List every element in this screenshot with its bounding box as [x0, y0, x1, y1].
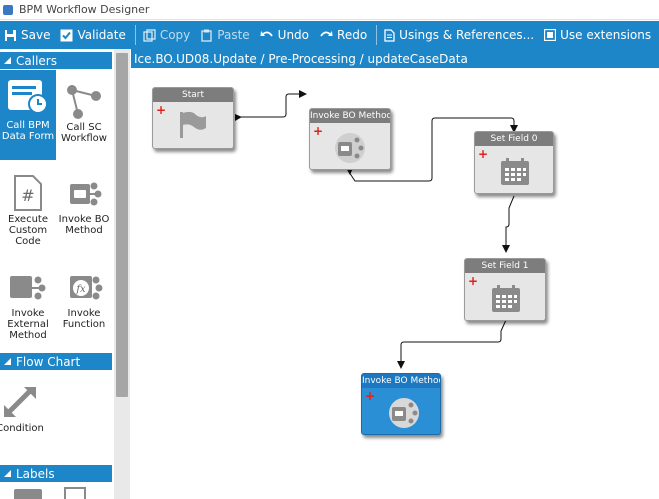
title-bar: BPM Workflow Designer [0, 0, 659, 20]
palette-item-partial[interactable] [14, 489, 42, 499]
palette-scrollbar[interactable] [114, 49, 130, 499]
app-icon [3, 4, 13, 15]
redo-icon [320, 31, 333, 37]
add-marker-icon[interactable]: + [365, 389, 376, 403]
start-output-port[interactable] [235, 114, 242, 121]
save-label: Save [21, 28, 51, 42]
copy-label: Copy [159, 28, 191, 42]
workflow-node-start[interactable]: Start + [152, 87, 234, 149]
code-file-icon: # [14, 175, 42, 211]
palette-item-label: Condition [0, 423, 44, 434]
connector-setfield1-to-invoke2[interactable] [397, 319, 507, 369]
callers-section-header[interactable]: Callers [0, 52, 112, 69]
breadcrumb: Ice.BO.UD08.Update / Pre-Processing / up… [131, 49, 659, 68]
undo-button[interactable]: Undo [256, 21, 315, 49]
node-title: Set Field 1 [465, 259, 545, 273]
toolbar-separator [134, 25, 136, 45]
labels-section-header[interactable]: Labels [0, 465, 112, 482]
calendar-icon [492, 285, 520, 312]
calendar-icon [501, 158, 529, 185]
palette-item-label: Call SC Workflow [61, 122, 107, 144]
copy-icon [143, 28, 156, 42]
connector-setfield0-to-setfield1[interactable] [502, 195, 515, 253]
usings-label: Usings & References... [399, 28, 535, 42]
toolbar-separator [376, 25, 378, 45]
paste-button[interactable]: Paste [196, 21, 255, 49]
add-marker-icon[interactable]: + [478, 147, 489, 161]
add-marker-icon[interactable]: + [468, 274, 479, 288]
paste-icon [201, 29, 212, 42]
workflow-node-set-field-0[interactable]: Set Field 0 + [474, 131, 554, 194]
connector-lines [235, 90, 518, 369]
palette-item-invoke-bo-method[interactable]: Invoke BO Method [56, 174, 112, 236]
palette-item-label: Execute Custom Code [8, 214, 48, 247]
paste-label: Paste [217, 28, 250, 42]
palette-item-partial[interactable] [64, 487, 86, 499]
breadcrumb-path: Ice.BO.UD08.Update / Pre-Processing / up… [134, 51, 468, 66]
add-marker-icon[interactable]: + [313, 124, 324, 138]
palette-item-label: Invoke BO Method [58, 214, 110, 236]
bo-method-icon [335, 133, 365, 163]
svg-text:#: # [21, 186, 34, 205]
undo-label: Undo [277, 28, 310, 42]
palette-item-call-bpm-data-form[interactable]: Call BPM Data Form [0, 70, 56, 160]
redo-button[interactable]: Redo [315, 21, 373, 49]
copy-button[interactable]: Copy [139, 21, 196, 49]
bo-method-icon [389, 398, 419, 428]
palette-item-call-sc-workflow[interactable]: Call SC Workflow [56, 82, 112, 144]
activity-palette: Callers Call BPM Data Form Call SC Workf… [0, 49, 114, 499]
bo-method-icon [70, 182, 102, 206]
connector-invoke-to-setfield0[interactable] [348, 117, 518, 182]
node-title: Invoke BO Method [362, 374, 440, 388]
palette-item-condition[interactable]: Condition [0, 383, 48, 434]
collapse-chevron-icon [4, 470, 11, 477]
palette-item-label: Invoke External Method [7, 308, 49, 341]
collapse-chevron-icon [4, 57, 11, 64]
palette-item-label: Call BPM Data Form [1, 120, 55, 142]
flag-icon [180, 111, 206, 138]
palette-item-execute-custom-code[interactable]: # Execute Custom Code [0, 174, 56, 247]
palette-item-label: Invoke Function [62, 308, 106, 330]
condition-arrows-icon [4, 387, 36, 417]
labels-header-label: Labels [16, 466, 55, 481]
checkbox-icon [60, 29, 73, 41]
toolbar: Save Validate Copy Paste Undo Redo Using… [0, 21, 659, 49]
flow-chart-section-header[interactable]: Flow Chart [0, 353, 112, 370]
node-title: Set Field 0 [475, 132, 553, 146]
node-title: Invoke BO Method [310, 109, 390, 123]
connector-start-to-invoke[interactable] [241, 90, 307, 118]
use-extensions-label: Use extensions [560, 28, 652, 42]
workflow-node-set-field-1[interactable]: Set Field 1 + [464, 258, 546, 321]
workflow-nodes-icon [67, 85, 101, 119]
validate-button[interactable]: Validate [56, 21, 131, 49]
data-form-clock-icon [8, 80, 48, 114]
add-marker-icon[interactable]: + [156, 103, 167, 117]
usings-references-button[interactable]: Usings & References... [380, 21, 540, 49]
node-title: Start [153, 88, 233, 102]
undo-icon [260, 31, 273, 37]
save-button[interactable]: Save [0, 21, 56, 49]
redo-label: Redo [337, 28, 368, 42]
palette-item-invoke-function[interactable]: fx Invoke Function [56, 268, 112, 330]
document-icon [384, 28, 395, 42]
window-title: BPM Workflow Designer [19, 3, 150, 16]
svg-text:fx: fx [75, 284, 86, 295]
workflow-node-invoke-bo-method-selected[interactable]: Invoke BO Method + [361, 373, 441, 435]
function-icon: fx [70, 276, 103, 300]
validate-label: Validate [77, 28, 126, 42]
collapse-chevron-icon [4, 358, 11, 365]
external-method-icon [10, 276, 46, 300]
use-extensions-button[interactable]: Use extensions [540, 21, 657, 49]
scrollbar-thumb[interactable] [116, 53, 128, 397]
workflow-canvas[interactable]: Start + Invoke BO Method + Set Field 0 + [131, 68, 659, 499]
workflow-node-invoke-bo-method[interactable]: Invoke BO Method + [309, 108, 391, 170]
palette-item-invoke-external-method[interactable]: Invoke External Method [0, 268, 56, 341]
callers-header-label: Callers [16, 53, 57, 68]
flow-chart-header-label: Flow Chart [16, 354, 81, 369]
extensions-icon [544, 29, 557, 41]
save-icon [5, 29, 16, 41]
